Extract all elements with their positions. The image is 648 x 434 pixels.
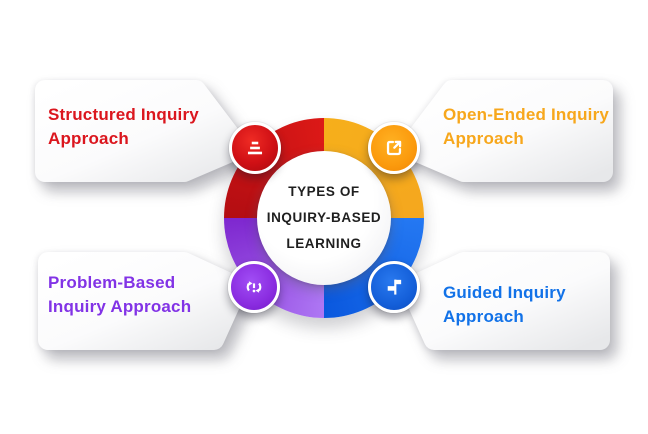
external-link-icon bbox=[386, 140, 402, 156]
open-ended-inquiry-label: Open-Ended Inquiry Approach bbox=[443, 105, 610, 148]
callout-open-ended bbox=[398, 80, 613, 182]
center-title-line: LEARNING bbox=[286, 236, 362, 251]
problem-based-inquiry-medallion bbox=[228, 261, 280, 313]
structured-inquiry-medallion bbox=[229, 122, 281, 174]
structured-inquiry-label: Structured Inquiry Approach bbox=[48, 105, 199, 148]
callout-structured bbox=[35, 80, 250, 182]
guided-inquiry-medallion bbox=[368, 261, 420, 313]
center-title-line: INQUIRY-BASED bbox=[266, 210, 382, 225]
callout-guided bbox=[400, 252, 610, 350]
open-ended-inquiry-medallion bbox=[368, 122, 420, 174]
center-circle: TYPES OF INQUIRY-BASED LEARNING bbox=[257, 151, 391, 285]
flag-signpost-icon bbox=[387, 279, 402, 295]
problem-based-inquiry-label: Problem-Based Inquiry Approach bbox=[48, 273, 192, 316]
guided-inquiry-label: Guided Inquiry Approach bbox=[443, 283, 566, 326]
callout-problem-based bbox=[38, 252, 248, 350]
list-lines-icon bbox=[247, 141, 263, 155]
sync-alert-icon bbox=[246, 281, 262, 293]
center-title-line: TYPES OF bbox=[288, 184, 360, 199]
